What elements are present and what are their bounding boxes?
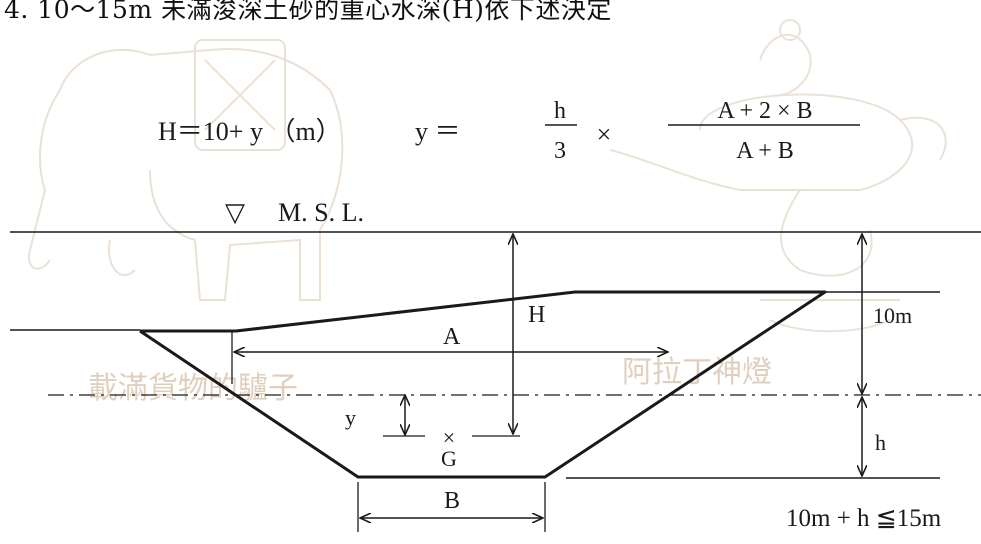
- h-label: h: [875, 430, 886, 455]
- centroid-mark: ×: [443, 425, 455, 450]
- donkey-watermark: [28, 39, 344, 301]
- msl-symbol: ▽: [225, 198, 245, 227]
- formula-frac2-den: A + B: [736, 138, 794, 164]
- condition-label: 10m + h ≦15m: [786, 505, 942, 532]
- formula-times: ×: [597, 120, 612, 149]
- formula-y-lhs: y ＝: [415, 117, 461, 146]
- H-label: H: [528, 302, 545, 328]
- formula-frac2-num: A + 2 × B: [717, 98, 812, 124]
- formula-H: H＝10+ y （m）: [158, 117, 342, 146]
- msl-label: M. S. L.: [278, 198, 364, 227]
- watermark-right-text: 阿拉丁神燈: [622, 355, 772, 390]
- formula-frac1-num: h: [554, 98, 566, 124]
- dredged-section-outline: [139, 290, 827, 479]
- watermark-left-text: 載滿貨物的驢子: [88, 371, 298, 406]
- 10m-label: 10m: [873, 303, 912, 328]
- y-label: y: [345, 405, 356, 430]
- B-label: B: [444, 488, 460, 514]
- page-heading: 4. 10～15m 未滿浚深土砂的重心水深(H)依下述決定: [4, 0, 612, 24]
- lamp-watermark: [609, 19, 947, 333]
- centroid-G-label: G: [441, 446, 457, 471]
- formula-frac1-den: 3: [554, 138, 566, 164]
- A-label: A: [443, 324, 461, 350]
